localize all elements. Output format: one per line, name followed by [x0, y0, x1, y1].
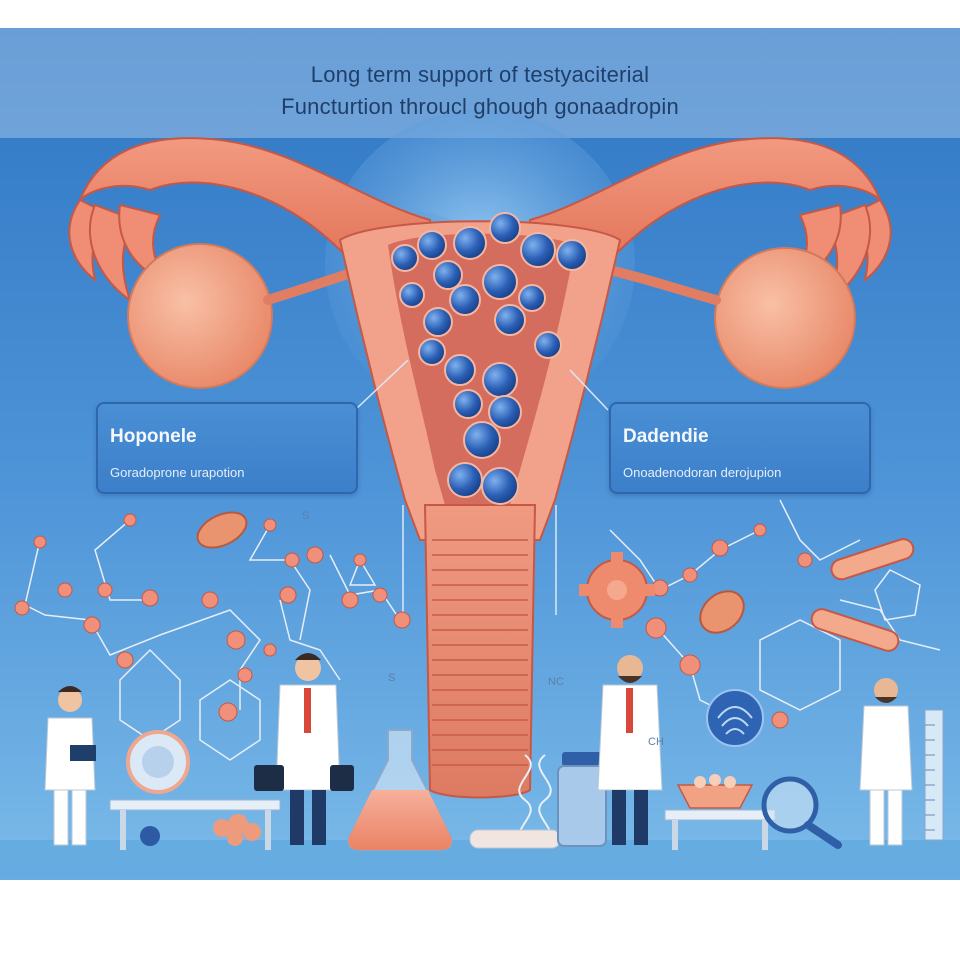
diagram-label-ch: CH: [648, 736, 664, 748]
lab-flask: [347, 729, 453, 851]
specimen-jar: [557, 752, 607, 847]
microscope-gauge: [126, 730, 190, 794]
scientist-3: [597, 655, 663, 845]
right-card-subtext: Onoadenodoran derojupion: [623, 465, 782, 480]
title-line-2: Functurtion throucl ghough gonaadropin: [281, 94, 679, 119]
diagram-label-s-right: S: [388, 672, 396, 684]
pill-capsule-right: [699, 590, 745, 634]
follicle: [399, 282, 425, 308]
right-fallopian-tube: [529, 137, 881, 267]
follicle: [482, 362, 518, 398]
follicle: [418, 338, 446, 366]
follicle: [447, 462, 483, 498]
right-ovary: [714, 247, 856, 389]
left-card-subtext: Goradoprone urapotion: [110, 465, 245, 480]
follicle: [518, 284, 546, 312]
follicle: [489, 212, 521, 244]
left-card-heading: Hoponele: [110, 426, 197, 447]
ruler-scale: [924, 709, 944, 841]
callout-lines: [354, 359, 609, 615]
follicle: [417, 230, 447, 260]
follicle: [463, 421, 501, 459]
follicle: [481, 467, 519, 505]
diagram-label-s-left: S: [302, 510, 310, 522]
gear-icon: [579, 552, 655, 628]
right-ovarian-ligament: [605, 265, 721, 305]
molecule-atoms-left: [14, 513, 411, 722]
pill-capsule-left: [196, 511, 248, 549]
follicle: [433, 260, 463, 290]
follicle: [453, 389, 483, 419]
cervical-rings: [432, 539, 528, 766]
test-tube: [469, 829, 561, 849]
follicle: [449, 284, 481, 316]
left-info-card: Hoponele Goradoprone urapotion: [96, 402, 358, 494]
scientist-4: [859, 678, 913, 846]
follicle: [444, 354, 476, 386]
magnifier-icon: [761, 776, 842, 849]
right-lab-table: [664, 774, 776, 850]
scientist-2: [254, 653, 354, 845]
follicle: [488, 395, 522, 429]
follicle-cluster: [391, 212, 588, 505]
left-fallopian-tube: [79, 137, 431, 267]
fingerprint-icon: [706, 689, 764, 747]
right-info-card: Dadendie Onoadenodoran derojupion: [609, 402, 871, 494]
cervical-canal: [423, 504, 537, 799]
left-lab-table: [109, 799, 281, 850]
follicle: [534, 331, 562, 359]
follicle: [494, 304, 526, 336]
follicle: [482, 264, 518, 300]
diagram-label-nc: NC: [548, 676, 564, 688]
follicle: [423, 307, 453, 337]
follicle: [520, 232, 556, 268]
right-card-heading: Dadendie: [623, 426, 709, 447]
title-line-1: Long term support of testyaciterial: [310, 62, 650, 87]
follicle: [453, 226, 487, 260]
follicle: [391, 244, 419, 272]
capsule-stick-1: [830, 538, 915, 581]
follicle: [556, 239, 588, 271]
left-ovary: [127, 243, 273, 389]
capsule-stick-2: [810, 608, 900, 652]
scientist-1: [44, 686, 96, 846]
molecule-atoms-right: [645, 523, 813, 729]
